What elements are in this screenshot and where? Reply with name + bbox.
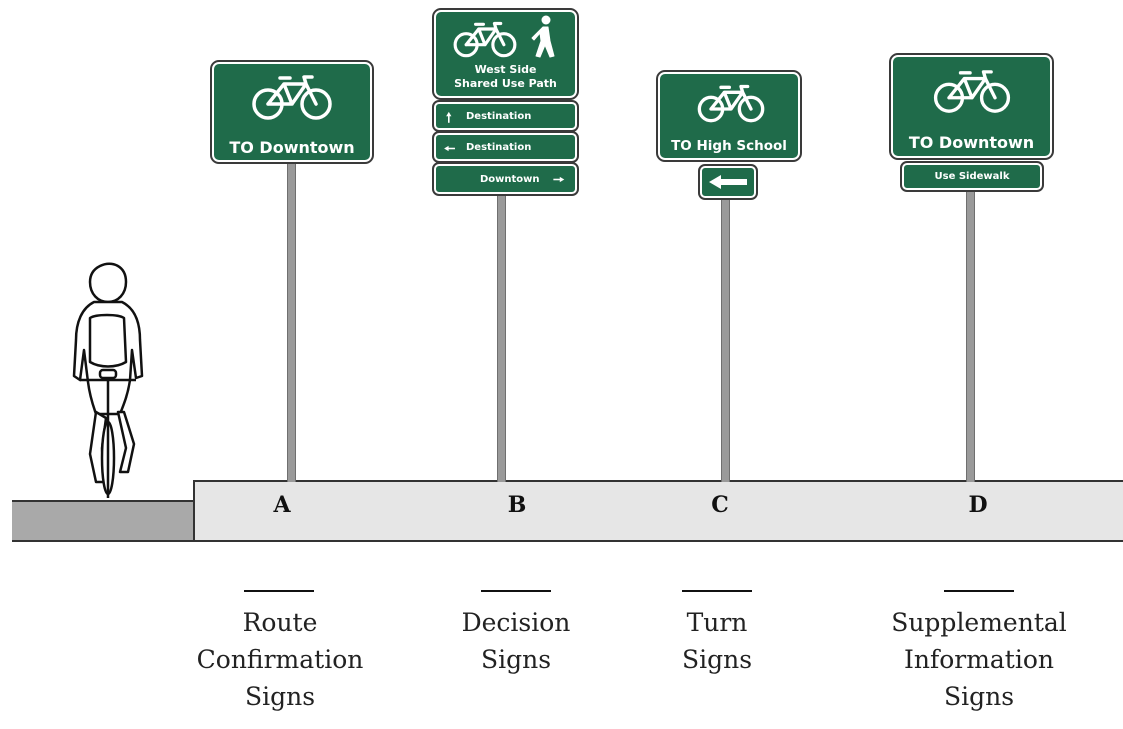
caption-line: Signs [244,682,316,711]
arrow-up-icon: 🠕 [446,111,452,126]
sign-c: TO High School [656,70,802,162]
sign-b-main: West Side Shared Use Path [432,8,579,100]
answer-blank-d[interactable] [944,568,1014,592]
sign-pole-c [721,198,730,482]
answer-blank-b[interactable] [481,568,551,592]
caption-a: Route Confirmation Signs [160,604,400,715]
answer-blank-a[interactable] [244,568,314,592]
label-c: C [711,492,729,518]
arrow-right-icon: 🠖 [553,173,565,188]
sidewalk-curb [193,480,1123,542]
plaque-downtown-right: Downtown 🠖 [432,162,579,196]
sign-b-line1: West Side [474,63,537,76]
sign-pole-a [287,160,296,482]
caption-line: Route [242,608,318,637]
caption-line: Signs [480,645,552,674]
label-d: D [968,492,988,518]
caption-line: Confirmation [196,645,364,674]
sign-pole-d [966,190,975,482]
answer-blank-c[interactable] [682,568,752,592]
bicycle-icon [453,21,517,58]
bicycle-icon [697,84,765,123]
sign-a-text: TO Downtown [229,138,355,157]
plaque-turn-arrow [698,164,758,200]
caption-line: Information [903,645,1055,674]
road-surface [12,500,195,542]
sign-a: TO Downtown [210,60,374,164]
sign-b-line2: Shared Use Path [454,77,557,90]
bicycle-icon [252,75,332,120]
cyclist-icon [72,262,144,498]
plaque-destination-left: 🠔 Destination [432,131,579,163]
caption-line: Supplemental [891,608,1067,637]
bicycle-icon [933,70,1011,113]
sign-d: TO Downtown [889,53,1054,160]
plaque-use-sidewalk: Use Sidewalk [900,161,1044,192]
label-b: B [507,492,527,518]
caption-b: Decision Signs [396,604,636,678]
sign-c-text: TO High School [671,138,787,154]
plaque-destination-up: 🠕 Destination [432,100,579,132]
sign-pole-b [497,193,506,482]
arrow-left-icon: 🠔 [444,142,456,157]
plaque-text: Destination [466,142,532,153]
label-a: A [273,492,291,518]
pedestrian-icon [531,15,555,58]
arrow-left-icon [709,175,747,189]
caption-line: Turn [686,608,748,637]
caption-line: Signs [681,645,753,674]
plaque-text: Downtown [480,174,540,185]
caption-d: Supplemental Information Signs [859,604,1099,715]
caption-line: Decision [461,608,571,637]
plaque-text: Destination [466,111,532,122]
sign-d-text: TO Downtown [908,133,1035,152]
caption-line: Signs [943,682,1015,711]
caption-c: Turn Signs [597,604,837,678]
plaque-text: Use Sidewalk [934,171,1010,182]
